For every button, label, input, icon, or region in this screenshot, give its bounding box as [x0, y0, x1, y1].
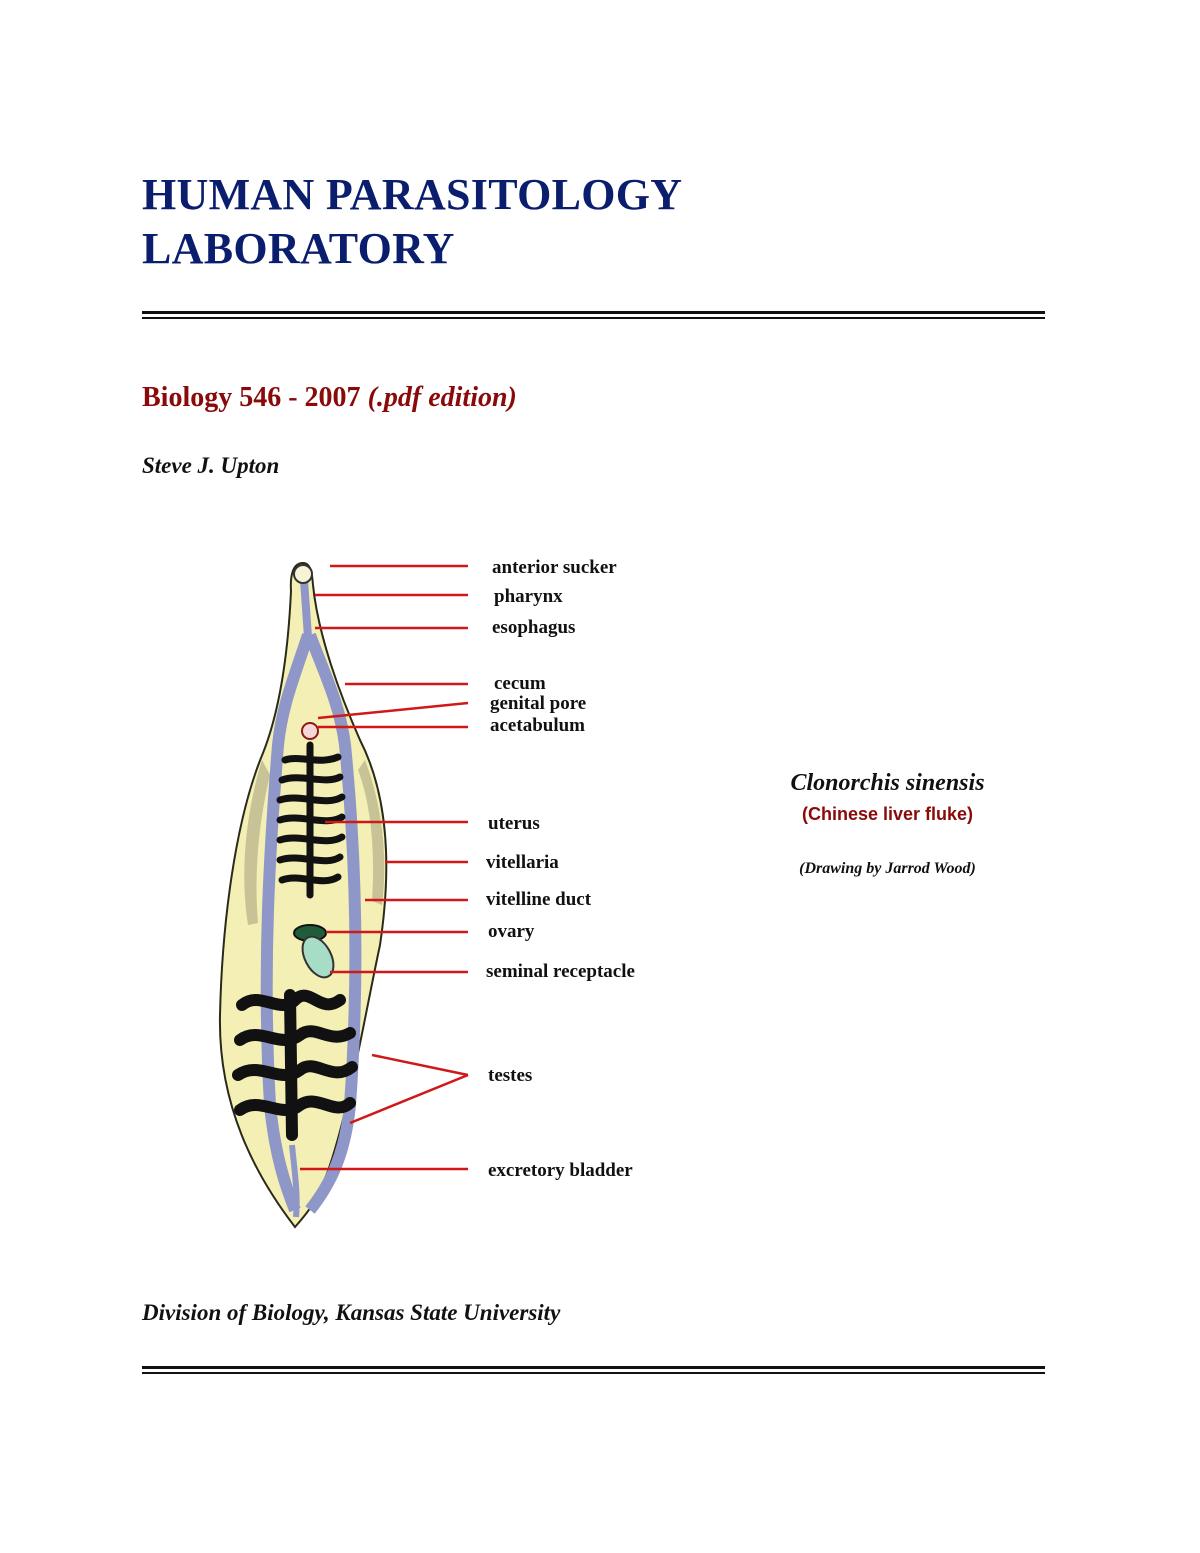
- page-title: HUMAN PARASITOLOGY LABORATORY: [142, 168, 682, 276]
- leader-lines: [300, 564, 469, 1171]
- label-pharynx: pharynx: [494, 586, 563, 607]
- label-excretory-bladder: excretory bladder: [488, 1160, 633, 1181]
- acetabulum-shape: [301, 722, 319, 740]
- label-vitellaria: vitellaria: [486, 852, 559, 873]
- top-divider: [142, 311, 1045, 319]
- label-vitelline-duct: vitelline duct: [486, 889, 592, 910]
- page-title-line-2: LABORATORY: [142, 224, 455, 273]
- course-heading: Biology 546 - 2007 (.pdf edition): [142, 382, 517, 414]
- course-edition: (.pdf edition): [367, 382, 517, 413]
- label-seminal-receptacle: seminal receptacle: [486, 961, 635, 982]
- division-footer: Division of Biology, Kansas State Univer…: [142, 1300, 561, 1325]
- author-name: Steve J. Upton: [142, 453, 280, 478]
- vitellaria-right: [358, 760, 385, 905]
- cecum-right: [304, 632, 362, 1214]
- fluke-diagram: anterior sucker pharynx esophagus cecum …: [218, 557, 635, 1229]
- course-name: Biology 546 - 2007: [142, 382, 368, 413]
- label-testes: testes: [488, 1065, 532, 1086]
- testes-shapes: [232, 989, 358, 1141]
- uterus-coils: [276, 741, 346, 899]
- label-ovary: ovary: [488, 921, 535, 942]
- cecum-left: [260, 633, 314, 1213]
- label-anterior-sucker: anterior sucker: [492, 557, 617, 578]
- esophagus-tube: [300, 579, 312, 638]
- label-uterus: uterus: [488, 813, 540, 834]
- species-name: Clonorchis sinensis: [790, 770, 985, 796]
- anterior-sucker-shape: [293, 564, 313, 584]
- drawing-credit: (Drawing by Jarrod Wood): [799, 860, 976, 877]
- bottom-divider: [142, 1366, 1045, 1374]
- seminal-receptacle-shape: [301, 935, 335, 979]
- excretory-bladder-shape: [289, 1144, 300, 1218]
- vitellaria-left: [244, 760, 270, 925]
- label-genital-pore: genital pore: [490, 693, 586, 714]
- label-cecum: cecum: [494, 673, 546, 694]
- label-esophagus: esophagus: [492, 617, 575, 638]
- label-acetabulum: acetabulum: [490, 715, 585, 736]
- page-title-line-1: HUMAN PARASITOLOGY: [142, 170, 683, 219]
- common-name: (Chinese liver fluke): [801, 804, 974, 824]
